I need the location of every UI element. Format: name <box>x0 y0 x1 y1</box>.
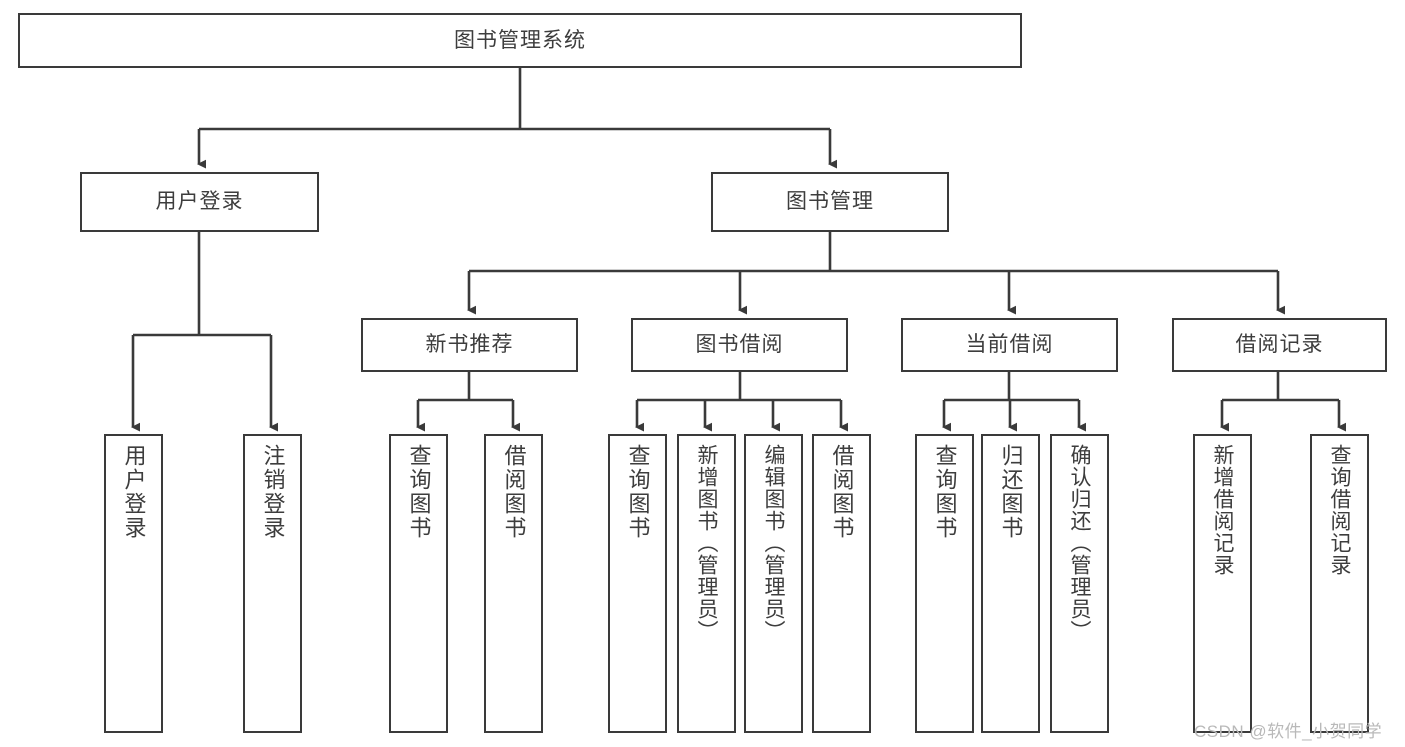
node-leaf-query-borrow-record[interactable]: 查询借阅记录 <box>1310 434 1369 733</box>
node-label: 查询借阅记录 <box>1328 444 1351 576</box>
node-label: 归还图书 <box>998 444 1024 540</box>
node-book-borrow[interactable]: 图书借阅 <box>631 318 848 372</box>
node-leaf-return-book[interactable]: 归还图书 <box>981 434 1040 733</box>
node-label: 当前借阅 <box>965 333 1054 357</box>
node-label: 新增借阅记录 <box>1211 444 1234 576</box>
node-label: 图书借阅 <box>695 333 784 357</box>
node-leaf-query-book-3[interactable]: 查询图书 <box>915 434 974 733</box>
node-leaf-query-book-2[interactable]: 查询图书 <box>608 434 667 733</box>
node-leaf-add-book[interactable]: 新增图书（管理员） <box>677 434 736 733</box>
node-label: 图书管理 <box>786 190 874 214</box>
node-label: 借阅图书 <box>501 444 527 540</box>
node-label: 借阅图书 <box>829 444 855 540</box>
node-leaf-user-login[interactable]: 用户登录 <box>104 434 163 733</box>
node-leaf-borrow-book-1[interactable]: 借阅图书 <box>484 434 543 733</box>
node-leaf-query-book-1[interactable]: 查询图书 <box>389 434 448 733</box>
node-leaf-edit-book[interactable]: 编辑图书（管理员） <box>744 434 803 733</box>
node-leaf-user-logout[interactable]: 注销登录 <box>243 434 302 733</box>
node-leaf-confirm-return[interactable]: 确认归还（管理员） <box>1050 434 1109 733</box>
node-borrow-record[interactable]: 借阅记录 <box>1172 318 1387 372</box>
node-book-management-system[interactable]: 图书管理系统 <box>18 13 1022 68</box>
node-leaf-borrow-book-2[interactable]: 借阅图书 <box>812 434 871 733</box>
node-label: 用户登录 <box>155 190 244 214</box>
node-label: 确认归还（管理员） <box>1068 444 1091 642</box>
node-current-borrow[interactable]: 当前借阅 <box>901 318 1118 372</box>
node-book-management[interactable]: 图书管理 <box>711 172 949 232</box>
node-label: 图书管理系统 <box>454 28 586 52</box>
node-label: 注销登录 <box>260 444 286 540</box>
node-label: 用户登录 <box>121 444 147 540</box>
node-label: 新增图书（管理员） <box>695 444 718 642</box>
node-label: 编辑图书（管理员） <box>762 444 785 642</box>
node-label: 新书推荐 <box>425 333 514 357</box>
node-user-login[interactable]: 用户登录 <box>80 172 319 232</box>
csdn-watermark: CSDN @软件_小贺同学 <box>1194 722 1383 741</box>
node-label: 查询图书 <box>406 444 432 540</box>
node-label: 借阅记录 <box>1235 333 1324 357</box>
node-label: 查询图书 <box>625 444 651 540</box>
node-label: 查询图书 <box>932 444 958 540</box>
node-new-book-recommend[interactable]: 新书推荐 <box>361 318 578 372</box>
node-leaf-add-borrow-record[interactable]: 新增借阅记录 <box>1193 434 1252 733</box>
